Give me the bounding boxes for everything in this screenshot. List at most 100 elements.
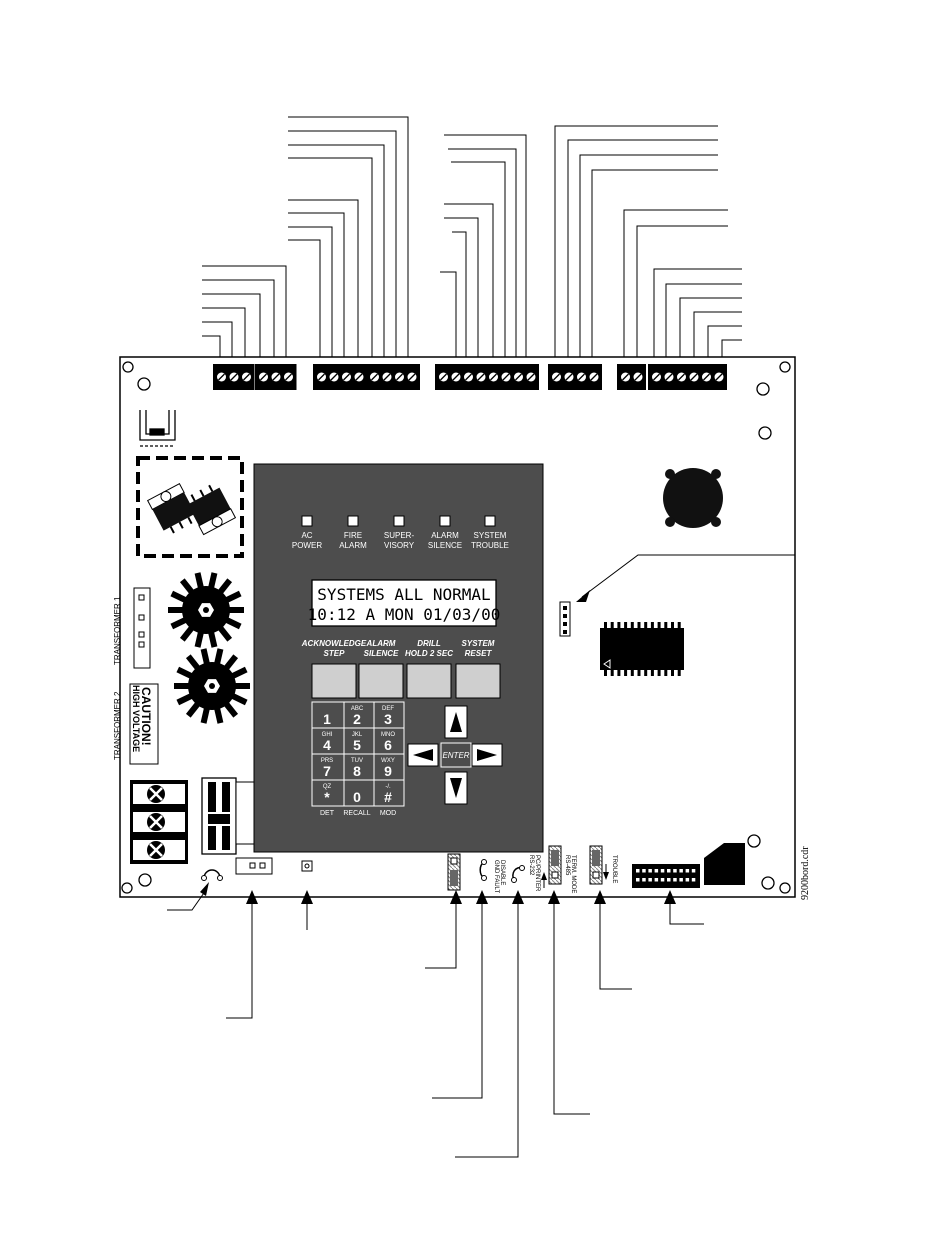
keypad-key-label: 5 — [353, 737, 361, 753]
status-led-icon — [301, 515, 313, 527]
function-key[interactable] — [406, 663, 452, 699]
keypad-key-label: * — [324, 789, 330, 805]
function-key[interactable] — [455, 663, 501, 699]
function-key-label: HOLD 2 SEC — [405, 649, 453, 658]
keypad-key-label: 1 — [323, 711, 331, 727]
ic-chip-body — [600, 628, 684, 670]
ribbon-connector-body — [632, 864, 700, 888]
function-key-label: RESET — [465, 649, 493, 658]
regulator-area — [136, 456, 244, 558]
keypad-key-sublabel: PRS — [321, 758, 333, 764]
function-key-label: STEP — [324, 649, 346, 658]
jumper-rs485 — [548, 845, 562, 885]
led-label: ALARM — [431, 531, 459, 540]
regulator-left-icon — [146, 482, 196, 534]
function-key-label: ACKNOWLEDGE — [301, 639, 367, 648]
function-key-label: ALARM — [366, 639, 396, 648]
mounting-holes — [121, 361, 791, 894]
function-key[interactable] — [358, 663, 404, 699]
lcd-line-2: 10:12 A MON 01/03/00 — [308, 605, 501, 624]
led-label: TROUBLE — [471, 541, 509, 550]
screw-terminal-strip — [130, 780, 188, 864]
led-label: SUPER- — [384, 531, 415, 540]
led-label: SYSTEM — [474, 531, 507, 540]
drawing-id-label: 9200bord.cdr — [800, 846, 811, 900]
ic-chip — [600, 622, 684, 676]
terminal-blocks — [213, 364, 727, 390]
gnd-fault-label-2: DISABLE — [499, 860, 505, 885]
trouble-label: TROUBLE — [611, 855, 617, 883]
function-key[interactable] — [311, 663, 357, 699]
jumper-1 — [447, 853, 461, 891]
keypad-key-label: 4 — [323, 737, 331, 753]
status-led-icon — [484, 515, 496, 527]
rs485-label-2: TERM. MODE — [570, 855, 576, 893]
function-key-label: SILENCE — [364, 649, 399, 658]
keypad-key-sublabel: TUV — [351, 758, 363, 764]
terminal-block — [435, 364, 539, 390]
led-label: AC — [301, 531, 312, 540]
keypad-key-label: 3 — [384, 711, 392, 727]
keypad-panel — [253, 463, 544, 853]
keypad-footer-label: MOD — [380, 810, 396, 817]
status-led-icon — [439, 515, 451, 527]
keypad-key-sublabel: JKL — [352, 732, 363, 738]
keypad-key-sublabel: -/. — [385, 784, 391, 790]
lcd-display — [311, 579, 497, 627]
status-leds: ACPOWERFIREALARMSUPER-VISORYALARMSILENCE… — [292, 515, 509, 550]
bottom-callout-lines — [167, 889, 704, 1158]
led-label: ALARM — [339, 541, 367, 550]
terminal-block — [648, 364, 727, 390]
fuse-holder — [201, 777, 257, 855]
keypad-key-sublabel: ABC — [351, 706, 364, 712]
transformer-1-label: TRANSFORMER 1 — [113, 596, 122, 665]
header-callout-line — [581, 554, 795, 598]
enter-key[interactable] — [440, 742, 472, 768]
jumper-trouble — [589, 845, 603, 885]
ribbon-connector — [632, 864, 700, 888]
enter-key-label: ENTER — [442, 751, 469, 760]
heatsink-gear-1-icon — [168, 572, 244, 648]
gnd-fault-label: GND FAULT — [493, 860, 499, 894]
rs232-label: RS-232 — [528, 855, 534, 876]
battery-clip-icon — [139, 410, 176, 447]
led-label: SILENCE — [428, 541, 462, 550]
keypad-footer-label: DET — [320, 810, 335, 817]
keypad-key-label: 9 — [384, 763, 392, 779]
keypad-key-label: # — [384, 789, 392, 805]
status-led-icon — [393, 515, 405, 527]
caution-box — [129, 683, 159, 765]
keypad-key-label: 6 — [384, 737, 392, 753]
transformer-1-connector — [133, 587, 151, 669]
rs232-label-2: PC/PRINTER — [534, 855, 540, 892]
up-arrow-icon — [450, 712, 462, 732]
status-led-icon — [347, 515, 359, 527]
keypad-key-sublabel: QZ — [323, 784, 332, 790]
led-label: VISORY — [384, 541, 415, 550]
lcd-line-1: SYSTEMS ALL NORMAL — [317, 585, 490, 604]
left-arrow-icon — [413, 749, 433, 761]
keypad-key-label: 0 — [353, 789, 361, 805]
keypad-key-label: 7 — [323, 763, 331, 779]
keypad-key-label: 2 — [353, 711, 361, 727]
caution-title: CAUTION! — [139, 687, 153, 746]
right-arrow-icon — [477, 749, 497, 761]
rs485-arrow-icon — [541, 872, 547, 880]
number-keypad: 1ABC2DEF3GHI4JKL5MNO6PRS7TUV8WXY9QZ*0-/.… — [311, 701, 405, 817]
transformer-2-label: TRANSFORMER 2 — [113, 691, 122, 760]
keypad-footer-label: RECALL — [343, 810, 370, 817]
header-connector — [559, 601, 571, 637]
function-key-label: SYSTEM — [462, 639, 495, 648]
buzzer-icon — [663, 468, 723, 528]
led-label: POWER — [292, 541, 322, 550]
keypad-key-sublabel: WXY — [381, 758, 395, 764]
caution-subtitle: HIGH VOLTAGE — [131, 685, 141, 752]
bottom-callout-arrows-icon — [200, 882, 676, 904]
keypad-key-sublabel: MNO — [381, 732, 395, 738]
heatsink-gear-2-icon — [174, 648, 250, 724]
arrow-keys: ENTER — [407, 705, 503, 805]
header-callout-arrow-icon — [576, 590, 590, 602]
keypad-key-sublabel: DEF — [382, 706, 394, 712]
